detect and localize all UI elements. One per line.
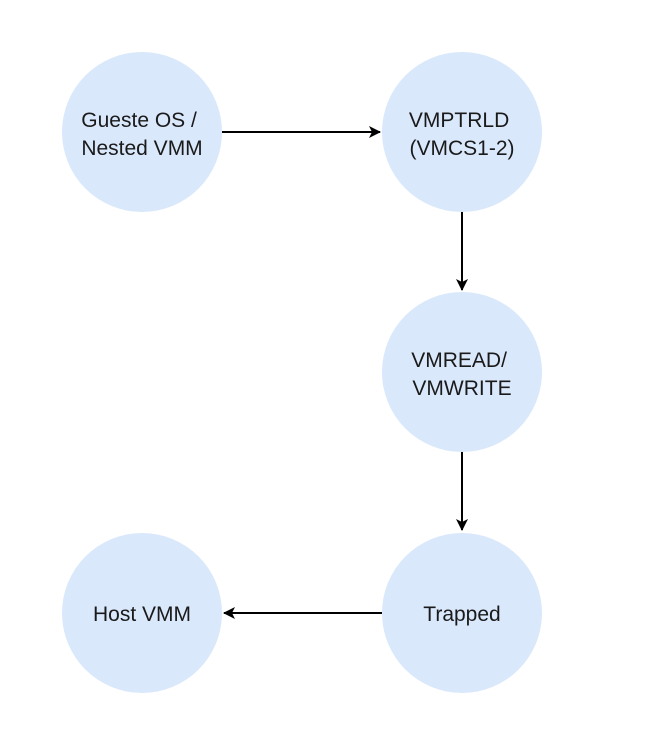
node-vmptrld-label: VMPTRLD (VMCS1-2) xyxy=(409,109,515,160)
node-vmread-line-1: VMREAD/ xyxy=(411,349,507,372)
node-host-vmm-circle xyxy=(62,533,222,693)
node-vmptrld-line-1: VMPTRLD xyxy=(409,109,509,132)
node-guest-os-circle xyxy=(62,52,222,212)
node-trapped-circle xyxy=(382,533,542,693)
node-guest-os-line-1: Gueste OS / xyxy=(81,109,197,132)
node-vmread-circle xyxy=(382,292,542,452)
node-host-vmm-line-1: Host VMM xyxy=(93,603,191,626)
node-guest-os-label: Gueste OS / Nested VMM xyxy=(81,109,202,160)
node-trapped-label: Trapped xyxy=(423,603,500,626)
node-vmptrld: VMPTRLD (VMCS1-2) xyxy=(382,52,542,212)
node-host-vmm: Host VMM xyxy=(62,533,222,693)
node-host-vmm-label: Host VMM xyxy=(93,603,191,626)
node-trapped: Trapped xyxy=(382,533,542,693)
node-vmread-label: VMREAD/ VMWRITE xyxy=(411,349,513,400)
node-trapped-line-1: Trapped xyxy=(423,603,500,626)
edges xyxy=(222,126,468,619)
node-vmread-line-2: VMWRITE xyxy=(412,377,511,400)
node-guest-os: Gueste OS / Nested VMM xyxy=(62,52,222,212)
node-vmread: VMREAD/ VMWRITE xyxy=(382,292,542,452)
node-vmptrld-circle xyxy=(382,52,542,212)
node-guest-os-line-2: Nested VMM xyxy=(81,137,202,160)
node-vmptrld-line-2: (VMCS1-2) xyxy=(409,137,514,160)
